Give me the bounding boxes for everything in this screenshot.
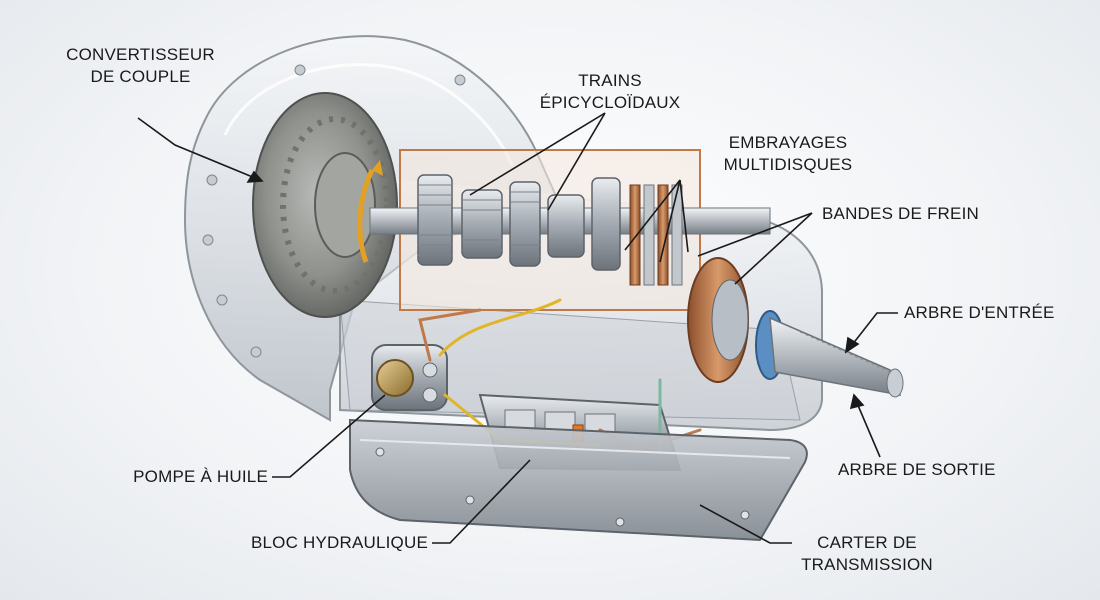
label-multi-disc-clutches-line1: EMBRAYAGES xyxy=(728,133,848,152)
label-input-shaft-line1: ARBRE D'ENTRÉE xyxy=(904,303,1055,322)
leader-oil-pump xyxy=(272,394,386,478)
gear-train xyxy=(369,149,771,383)
label-torque-converter: CONVERTISSEUR DE COUPLE xyxy=(48,44,233,88)
label-oil-pump: POMPE À HUILE xyxy=(80,466,268,488)
leader-clutches-3 xyxy=(679,179,689,253)
leader-brake-2 xyxy=(734,212,813,285)
torque-converter xyxy=(252,92,398,318)
leader-pan xyxy=(699,504,792,544)
leader-clutches-2 xyxy=(659,179,681,263)
label-transmission-pan-line1: CARTER DE xyxy=(817,533,917,552)
label-torque-converter-line2: DE COUPLE xyxy=(90,67,191,86)
label-multi-disc-clutches: EMBRAYAGES MULTIDISQUES xyxy=(698,132,878,176)
transmission-pan xyxy=(349,418,808,542)
label-transmission-pan: CARTER DE TRANSMISSION xyxy=(782,532,952,576)
leader-brake-1 xyxy=(697,212,813,257)
label-oil-pump-line1: POMPE À HUILE xyxy=(133,467,268,486)
label-planetary-gears-line2: ÉPICYCLOÏDAUX xyxy=(539,93,681,112)
leader-planetary-1 xyxy=(469,112,606,196)
arrow-output-shaft xyxy=(849,393,865,410)
leader-clutches-1 xyxy=(624,179,681,251)
arrow-input-shaft xyxy=(844,336,860,354)
shaft-assembly xyxy=(755,310,904,398)
label-planetary-gears-line1: TRAINS xyxy=(578,71,642,90)
label-torque-converter-line1: CONVERTISSEUR xyxy=(66,45,215,64)
label-hydraulic-block: BLOC HYDRAULIQUE xyxy=(208,532,428,554)
leader-output-shaft xyxy=(856,402,881,458)
label-input-shaft: ARBRE D'ENTRÉE xyxy=(904,302,1084,324)
leader-lines xyxy=(137,112,898,544)
label-brake-bands-line1: BANDES DE FREIN xyxy=(822,204,979,223)
leader-torque-converter xyxy=(137,117,256,179)
label-output-shaft-line1: ARBRE DE SORTIE xyxy=(838,460,996,479)
label-output-shaft: ARBRE DE SORTIE xyxy=(838,459,1038,481)
arrow-torque-converter xyxy=(246,170,264,183)
leader-hydraulic-block xyxy=(432,459,531,544)
brake-band xyxy=(687,257,749,383)
label-transmission-pan-line2: TRANSMISSION xyxy=(801,555,933,574)
oil-pump xyxy=(371,344,448,411)
label-brake-bands: BANDES DE FREIN xyxy=(822,203,1022,225)
label-hydraulic-block-line1: BLOC HYDRAULIQUE xyxy=(250,533,428,552)
leader-planetary-2 xyxy=(547,112,606,211)
label-multi-disc-clutches-line2: MULTIDISQUES xyxy=(723,155,853,174)
leader-input-shaft xyxy=(851,312,898,346)
label-planetary-gears: TRAINS ÉPICYCLOÏDAUX xyxy=(520,70,700,114)
